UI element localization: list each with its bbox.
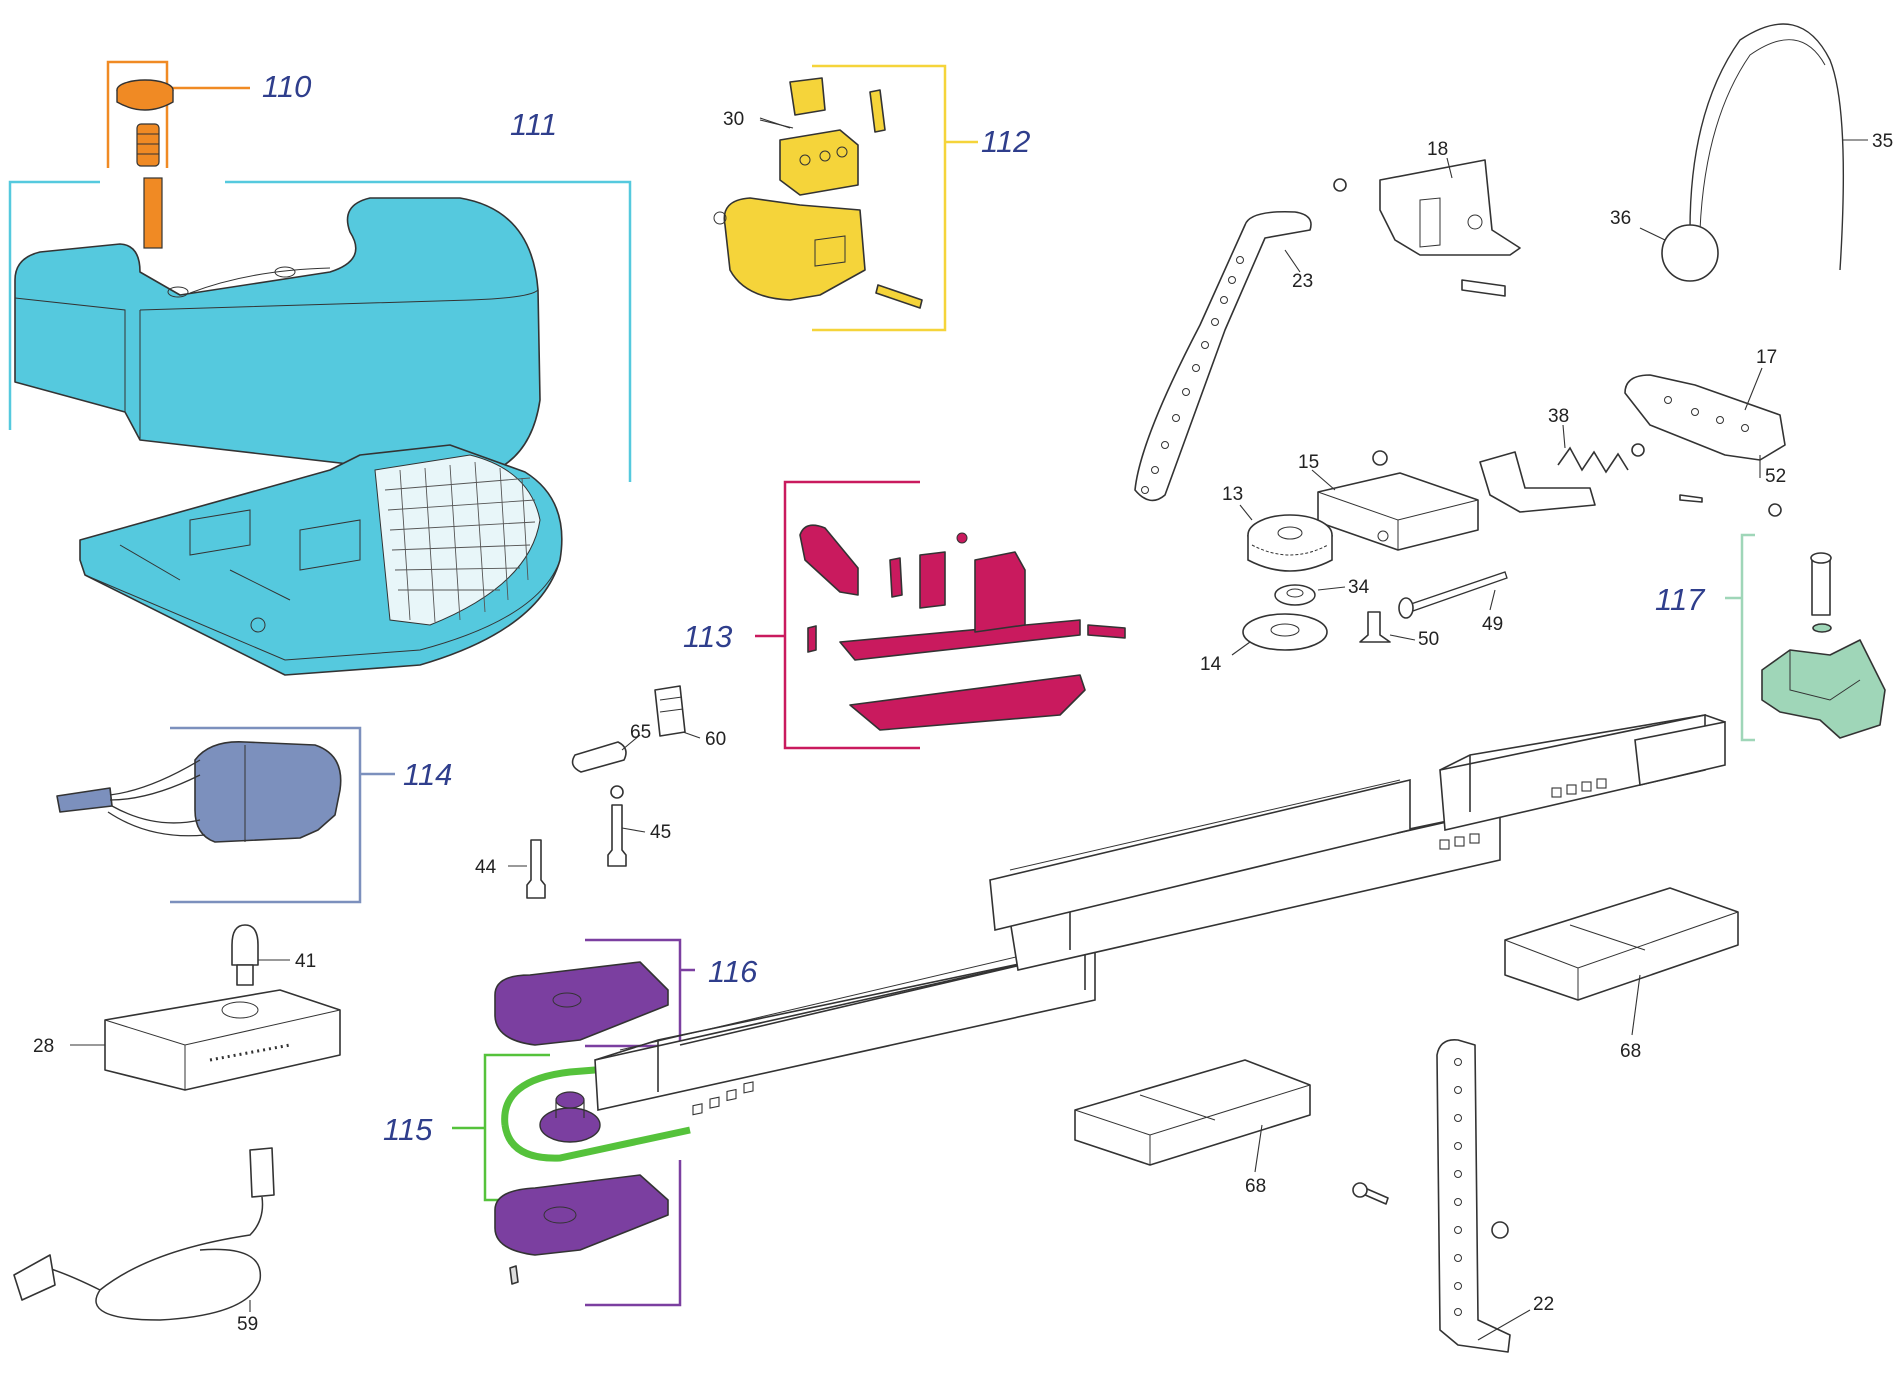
part-36-ball	[1661, 224, 1719, 282]
group-label-116: 116	[708, 954, 758, 989]
part-38-spring	[1557, 446, 1629, 474]
group-label-115: 115	[383, 1112, 433, 1147]
part-label-30: 30	[723, 109, 744, 130]
part-18-shape	[1379, 159, 1521, 256]
bracket-110	[106, 60, 250, 168]
part-44-bolt	[526, 839, 546, 899]
part-label-35: 35	[1872, 131, 1893, 152]
part-label-17: 17	[1756, 347, 1777, 368]
part-59-power-cord	[13, 1147, 275, 1321]
part-label-22: 22	[1533, 1294, 1554, 1315]
part-68b-mount	[1504, 887, 1739, 1001]
part-label-50: 50	[1418, 629, 1439, 650]
sprocket	[539, 1107, 601, 1143]
part-label-44: 44	[475, 857, 497, 878]
motor-body	[194, 741, 342, 843]
bracket-116-lower	[585, 1160, 682, 1307]
motor-cover	[14, 197, 541, 479]
bracket-112	[812, 64, 978, 332]
group-label-114: 114	[403, 757, 452, 792]
part-34-bearing	[1274, 584, 1316, 606]
part-label-52: 52	[1765, 466, 1786, 487]
group-117-bracket	[1725, 533, 1886, 745]
part-label-49: 49	[1482, 614, 1503, 635]
part-14-washer	[1242, 613, 1328, 651]
belt	[501, 1064, 691, 1162]
part-label-15: 15	[1298, 452, 1319, 473]
part-label-65: 65	[630, 722, 651, 743]
base-gear-mesh	[374, 454, 541, 626]
part-label-45: 45	[650, 822, 671, 843]
rail-assembly	[594, 714, 1726, 1111]
group-116-top-plate	[494, 938, 695, 1048]
bracket-111	[8, 180, 632, 482]
part-17-shape	[1624, 374, 1786, 461]
knob-spring	[136, 123, 160, 167]
part-50-bolt	[1359, 611, 1391, 643]
group-label-110: 110	[262, 69, 311, 104]
part-label-38: 38	[1548, 406, 1569, 427]
bracket-113	[755, 480, 920, 750]
part-23-shape	[1134, 210, 1312, 502]
group-label-113: 113	[683, 619, 732, 654]
part-label-34: 34	[1348, 577, 1370, 598]
part-45-bolt	[607, 804, 627, 867]
part-41-bulb	[231, 924, 259, 966]
knob-shaft	[143, 177, 163, 249]
part-35-cable	[1689, 23, 1845, 271]
rail-upper-left	[989, 778, 1411, 931]
group-112-limit-switch	[713, 64, 978, 332]
part-label-13: 13	[1222, 484, 1243, 505]
bracket-117	[1745, 535, 1752, 745]
part-label-68-right: 68	[1620, 1041, 1641, 1062]
group-114-motor	[56, 726, 395, 904]
part-label-68-left: 68	[1245, 1176, 1266, 1197]
group-label-112: 112	[981, 124, 1030, 159]
group-113-trolley	[755, 480, 1126, 750]
part-28-lamp-housing	[104, 989, 341, 1091]
bottom-plate	[494, 1160, 682, 1307]
group-110-knob	[106, 60, 250, 249]
part-22-bracket	[1436, 1038, 1511, 1353]
top-plate	[494, 961, 669, 1046]
rail-end	[1634, 721, 1726, 786]
group-label-117: 117	[1655, 582, 1706, 617]
header-bracket-117	[1761, 639, 1886, 739]
group-111-cover-assembly	[8, 180, 632, 676]
part-label-60: 60	[705, 729, 726, 750]
part-label-59: 59	[237, 1314, 258, 1335]
part-label-36: 36	[1610, 208, 1631, 229]
part-label-23: 23	[1292, 271, 1313, 292]
bracket-116	[585, 938, 695, 1048]
part-65-pin	[571, 741, 627, 773]
part-label-14: 14	[1200, 654, 1222, 675]
part-49-pin	[1407, 571, 1508, 613]
group-label-111: 111	[510, 107, 557, 142]
bracket-114	[170, 726, 395, 904]
part-label-28: 28	[33, 1036, 54, 1057]
part-label-18: 18	[1427, 139, 1448, 160]
part-label-41: 41	[295, 951, 316, 972]
